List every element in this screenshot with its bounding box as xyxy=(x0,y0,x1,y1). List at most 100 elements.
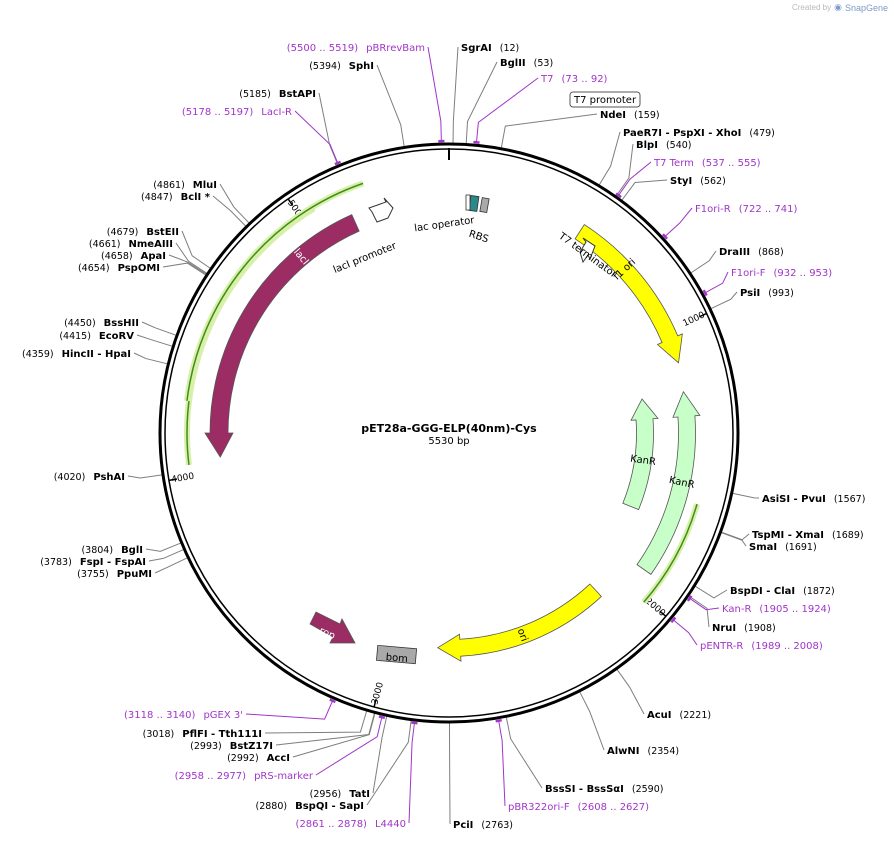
label-position: (1908) xyxy=(744,623,776,634)
site-label: BspDI - ClaI(1872) xyxy=(730,586,835,597)
label-position: (53) xyxy=(534,58,554,69)
primer-leader xyxy=(672,618,698,646)
site-leader xyxy=(731,492,760,499)
feature-arrow xyxy=(636,390,701,575)
label-name: PflFI - Tth111I xyxy=(182,729,262,740)
label-position: (993) xyxy=(768,288,794,299)
label-position: (5185) xyxy=(239,89,271,100)
site-label: AsiSI - PvuI(1567) xyxy=(762,494,865,505)
label-name: AccI xyxy=(267,753,290,764)
site-label: (4654) PspOMI xyxy=(78,263,160,274)
label-name: AcuI xyxy=(647,710,672,721)
label-name: NruI xyxy=(712,623,736,634)
label-name: PshAI xyxy=(93,472,125,483)
tick-label: 4000 xyxy=(171,472,196,486)
primer-label: (5178 .. 5197)LacI-R xyxy=(182,107,292,118)
site-label: (4658)ApaI xyxy=(101,251,166,262)
label-position: (4847) xyxy=(141,192,173,203)
primer-mark xyxy=(329,698,336,704)
label-name: BspDI - ClaI xyxy=(730,586,795,597)
site-leader xyxy=(620,179,668,202)
label-name: T7 xyxy=(540,74,553,85)
label-position: (4654) xyxy=(78,263,110,274)
label-name: BglII xyxy=(500,58,526,69)
primer-leader xyxy=(663,207,693,238)
site-leader xyxy=(136,334,174,348)
site-label: (5185)BstAPI xyxy=(239,89,316,100)
primer-leader xyxy=(427,46,442,143)
label-name: NdeI xyxy=(600,110,626,121)
site-leader xyxy=(578,690,605,751)
feature-arrow xyxy=(204,214,360,458)
site-label: BlpI(540) xyxy=(636,140,691,151)
site-leader xyxy=(264,709,368,734)
primer-leader xyxy=(245,699,334,720)
site-label: (4359) HincII - HpaI xyxy=(22,349,131,360)
primer-leader xyxy=(294,110,339,165)
label-position: (4359) xyxy=(22,349,54,360)
label-position: (1689) xyxy=(832,530,864,541)
primer-leader xyxy=(498,719,506,807)
site-label: StyI(562) xyxy=(670,176,726,187)
t7-promoter-label: T7 promoter xyxy=(573,95,637,106)
primer-label: (5500 .. 5519)pBRrevBam xyxy=(287,43,425,54)
primer-mark xyxy=(702,289,708,297)
label-position: (3118 .. 3140) xyxy=(124,710,196,721)
label-position: (73 .. 92) xyxy=(561,74,607,85)
lac-operator-box xyxy=(468,195,480,212)
site-label: (4415)EcoRV xyxy=(59,331,134,342)
label-name: BstZ17I xyxy=(230,741,273,752)
label-position: (2354) xyxy=(648,746,680,757)
primer-mark xyxy=(686,595,693,602)
label-position: (3804) xyxy=(81,545,113,556)
label-position: (2608 .. 2627) xyxy=(578,802,650,813)
site-label: (4861)MluI xyxy=(153,180,217,191)
label-name: L4440 xyxy=(375,819,406,830)
label-name: SphI xyxy=(349,61,374,72)
label-position: (2763) xyxy=(481,820,513,831)
label-name: AlwNI xyxy=(607,746,640,757)
leader-lines xyxy=(127,46,760,825)
label-position: (3755) xyxy=(77,569,109,580)
primer-mark xyxy=(670,616,677,624)
site-leader xyxy=(154,556,189,574)
primer-label: T7 (73 .. 92) xyxy=(540,74,608,85)
label-name: StyI xyxy=(670,176,692,187)
tick-mark xyxy=(373,699,377,708)
label-name: PspOMI xyxy=(118,263,160,274)
tick-label: 1000 xyxy=(682,310,707,329)
site-leader xyxy=(181,230,212,270)
site-leader xyxy=(145,542,182,552)
site-label: BssSI - BssSαI(2590) xyxy=(545,784,663,795)
primer-label: (2861 .. 2878) L4440 xyxy=(296,819,406,830)
label-name: BlpI xyxy=(636,140,658,151)
site-leader xyxy=(505,716,543,789)
primer-label: (2958 .. 2977)pRS-marker xyxy=(175,771,314,782)
site-leader xyxy=(141,321,178,337)
site-label: (3018)PflFI - Tth111I xyxy=(143,729,262,740)
site-label: NruI (1908) xyxy=(712,623,776,634)
label-position: (1691) xyxy=(785,542,817,553)
site-label: (2992) AccI xyxy=(227,753,290,764)
plasmid-size: 5530 bp xyxy=(428,436,469,447)
site-label: (4661)NmeAIII xyxy=(89,239,173,250)
label-position: (5394) xyxy=(309,61,341,72)
label-position: (159) xyxy=(634,110,660,121)
label-name: SgrAI xyxy=(461,43,492,54)
site-label: NdeI (159) xyxy=(600,110,660,121)
label-position: (479) xyxy=(749,128,775,139)
label-name: F1ori-F xyxy=(731,268,766,279)
label-position: (868) xyxy=(758,247,784,258)
label-name: MluI xyxy=(193,180,217,191)
label-position: (2861 .. 2878) xyxy=(296,819,368,830)
site-label: (4450)BssHII xyxy=(64,318,139,329)
site-leader xyxy=(292,712,376,758)
label-name: HincII - HpaI xyxy=(62,349,131,360)
label-position: (2992) xyxy=(227,753,259,764)
primer-leader xyxy=(704,271,729,294)
primer-label: pENTR-R(1989 .. 2008) xyxy=(700,641,823,652)
site-label: (2956)TatI xyxy=(310,789,370,800)
credit-prefix: Created by xyxy=(791,3,832,12)
